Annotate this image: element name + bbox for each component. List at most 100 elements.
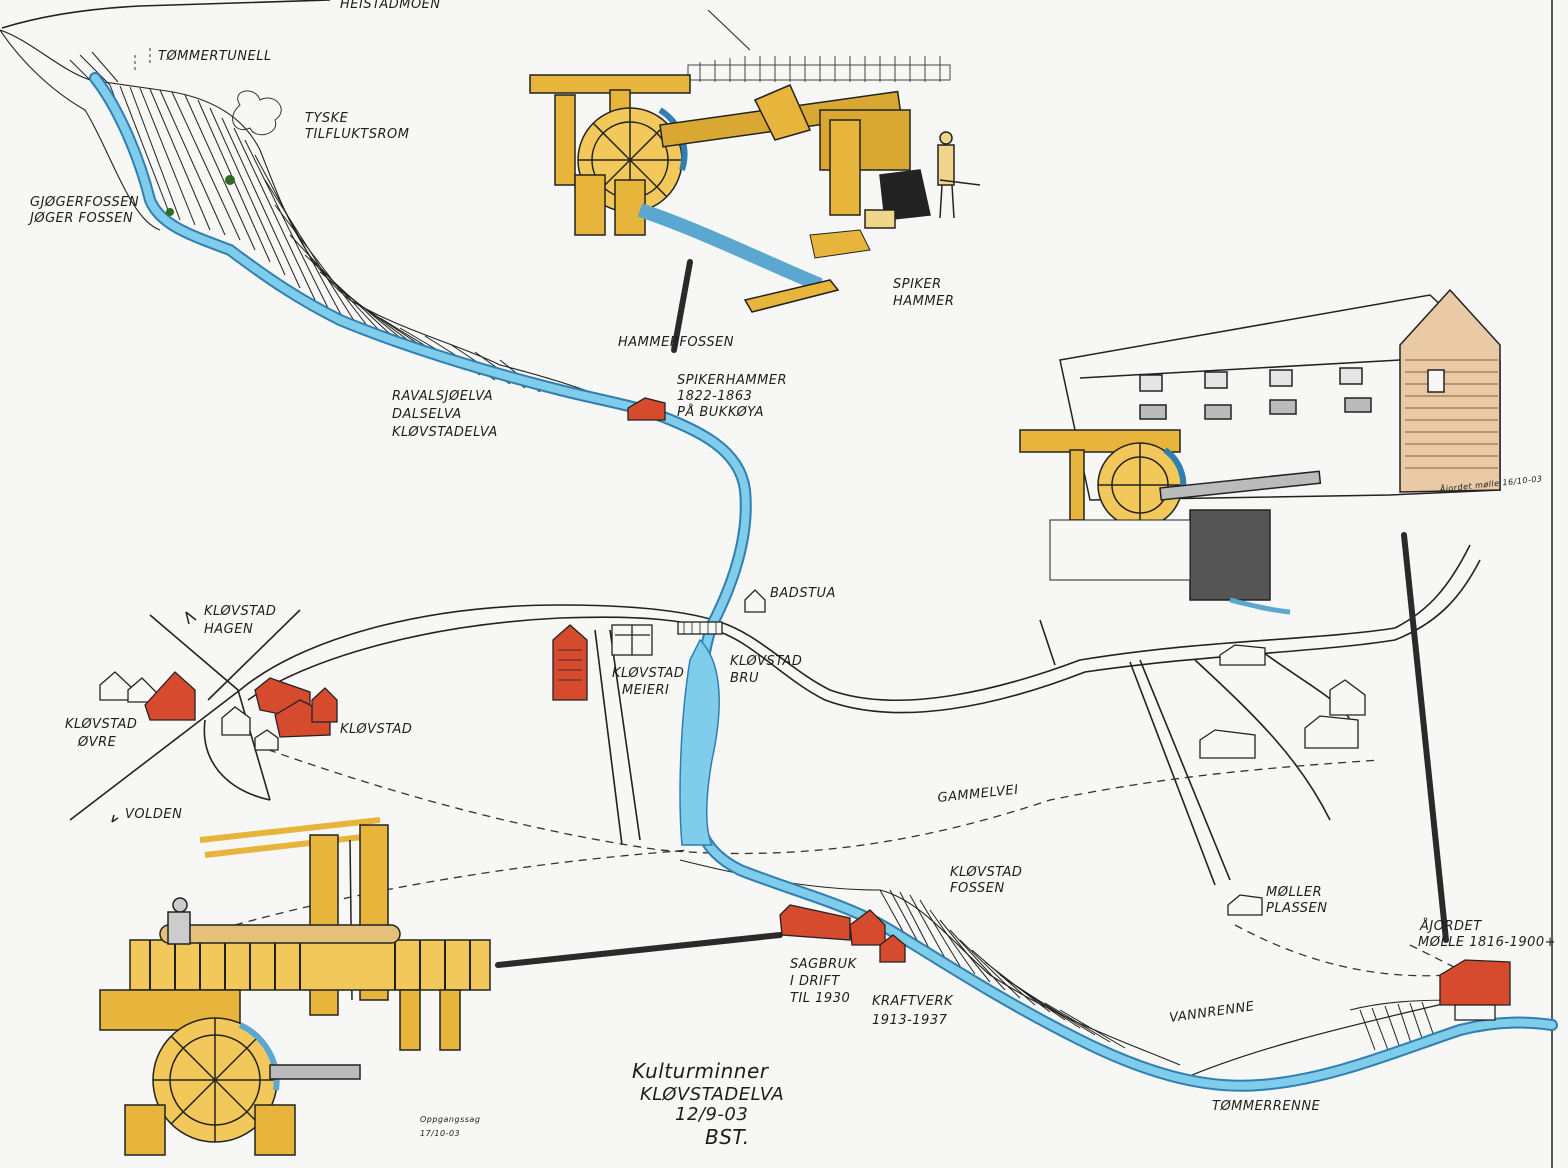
path-ajordet: [1409, 944, 1471, 976]
label-moller-2: PLASSEN: [1266, 901, 1327, 916]
stone-foundation: [1189, 509, 1271, 601]
main-road: [239, 604, 1396, 702]
blacksmith-figure: [939, 131, 953, 145]
kraftverk-house: [879, 934, 906, 963]
label-meieri-2: MEIERI: [622, 683, 669, 698]
label-tyske-1: TYSKE: [305, 111, 349, 126]
klovstad-house-white-2: [254, 729, 279, 751]
markers: [111, 48, 282, 823]
klovstad-house-red-3: [311, 687, 338, 723]
main-road-edge: [247, 616, 1396, 714]
label-saw-caption-1: Oppgangssag: [420, 1115, 480, 1124]
sawyer-figure: [172, 897, 188, 913]
road-mill-spur: [1039, 619, 1056, 666]
title-block: Kulturminner KLØVSTADELVA 12/9-03 BST.: [632, 1059, 784, 1149]
label-heistadmoen: HEISTADMOEN: [340, 0, 441, 12]
road-south: [1139, 659, 1231, 881]
road-klovstad-loop: [203, 719, 271, 801]
label-ovre-2: ØVRE: [77, 735, 117, 750]
east-house-4: [1304, 715, 1359, 749]
label-saw-caption-2: 17/10-03: [420, 1129, 460, 1138]
arrow-volden: [111, 814, 119, 823]
label-kraftverk-2: 1913-1937: [872, 1013, 948, 1028]
oppgangssag-illustration: [99, 817, 491, 1156]
label-spikerhammer-3: PÅ BUKKØYA: [677, 404, 764, 420]
path-sawmill: [234, 849, 691, 926]
label-ovre-1: KLØVSTAD: [65, 717, 137, 732]
label-bru-1: KLØVSTAD: [730, 654, 802, 669]
label-tyske-2: TILFLUKTSROM: [305, 127, 409, 142]
road-crossing: [207, 609, 301, 701]
shelter-cloud: [232, 90, 282, 136]
road-meieri: [609, 629, 641, 841]
east-house-2: [1329, 679, 1366, 716]
label-meieri-1: KLØVSTAD: [612, 666, 684, 681]
fence-palisade: [699, 56, 941, 82]
label-klovstadfossen-1: KLØVSTAD: [950, 865, 1022, 880]
label-river-2: DALSELVA: [392, 407, 462, 422]
label-spikerhammer-2: 1822-1863: [677, 389, 752, 404]
label-spiker-1: SPIKER: [893, 277, 942, 292]
label-spiker-2: HAMMER: [893, 294, 954, 309]
river-water: [91, 74, 1556, 1090]
tailrace: [637, 203, 823, 292]
label-kraftverk-1: KRAFTVERK: [872, 994, 954, 1009]
label-sagbruk-1: SAGBRUK: [790, 957, 858, 972]
label-ajordet-2: MØLLE 1816-1900+: [1418, 935, 1556, 950]
label-volden: VOLDEN: [125, 807, 182, 822]
title-date: 12/9-03: [675, 1104, 748, 1125]
buildings: [99, 397, 1511, 1021]
label-tommerrenne: TØMMERRENNE: [1212, 1099, 1321, 1114]
log-lines: [1405, 359, 1498, 469]
ajordet-molle-building: [1439, 959, 1511, 1006]
pointer-spikerhammer: [671, 259, 693, 353]
label-river-3: KLØVSTADELVA: [392, 425, 498, 440]
carriage-slats: [149, 940, 471, 990]
label-klovstadfossen-2: FOSSEN: [950, 881, 1005, 896]
river-bru-widening: [679, 638, 720, 846]
label-sagbruk-3: TIL 1930: [790, 991, 850, 1006]
label-moller-1: MØLLER: [1266, 885, 1322, 900]
road-heistadmoen: [1, 0, 331, 29]
anvil: [879, 169, 931, 221]
labels: HEISTADMOEN TØMMERTUNELL TYSKE TILFLUKTS…: [27, 0, 1556, 1138]
slope-hatching: [69, 51, 1437, 1051]
pointer-lines: [495, 259, 1449, 968]
road-meieri-edge: [594, 629, 623, 846]
road-east-bend: [1394, 544, 1471, 629]
label-ajordet-1: ÅJORDET: [1419, 918, 1482, 934]
saw-carriage: [129, 939, 491, 991]
klovstad-house-white-1: [221, 706, 251, 736]
kraftverk-building: [849, 909, 886, 946]
dashed-paths: [234, 744, 1471, 977]
label-sagbruk-2: I DRIFT: [790, 974, 840, 989]
label-tommertunell: TØMMERTUNELL: [158, 49, 272, 64]
gammelvei-path: [254, 744, 1381, 855]
spikerhammer-illustration: [529, 9, 981, 313]
moller-plassen-house: [1227, 894, 1263, 916]
label-gjogerfossen-2: JØGER FOSSEN: [27, 211, 133, 226]
shelter-marker: [225, 175, 235, 185]
label-gjogerfossen-1: GJØGERFOSSEN: [30, 195, 139, 210]
title-kulturminner: Kulturminner: [632, 1059, 770, 1083]
arrow-hagen: [185, 611, 197, 625]
roads: [1, 0, 1481, 1081]
east-house-3: [1199, 729, 1256, 759]
label-hagen-2: HAGEN: [204, 622, 253, 637]
label-spikerhammer-1: SPIKERHAMMER: [677, 373, 787, 388]
vannrenne-line: [1179, 999, 1461, 1081]
pointer-ajordet-molle: [1401, 532, 1449, 943]
log: [159, 924, 401, 944]
label-bru-2: BRU: [730, 671, 759, 686]
spikerhammer-house: [627, 397, 666, 421]
pointer-sagbruk: [495, 932, 783, 968]
road-east-bend-edge: [1394, 559, 1481, 641]
label-hammerfossen: HAMMERFOSSEN: [618, 335, 734, 350]
label-hagen-1: KLØVSTAD: [204, 604, 276, 619]
road-south-edge: [1129, 661, 1216, 886]
east-house-1: [1219, 644, 1266, 666]
road-farm-2: [1194, 659, 1331, 821]
log-house: [1399, 288, 1501, 493]
label-badstua: BADSTUA: [770, 586, 836, 601]
